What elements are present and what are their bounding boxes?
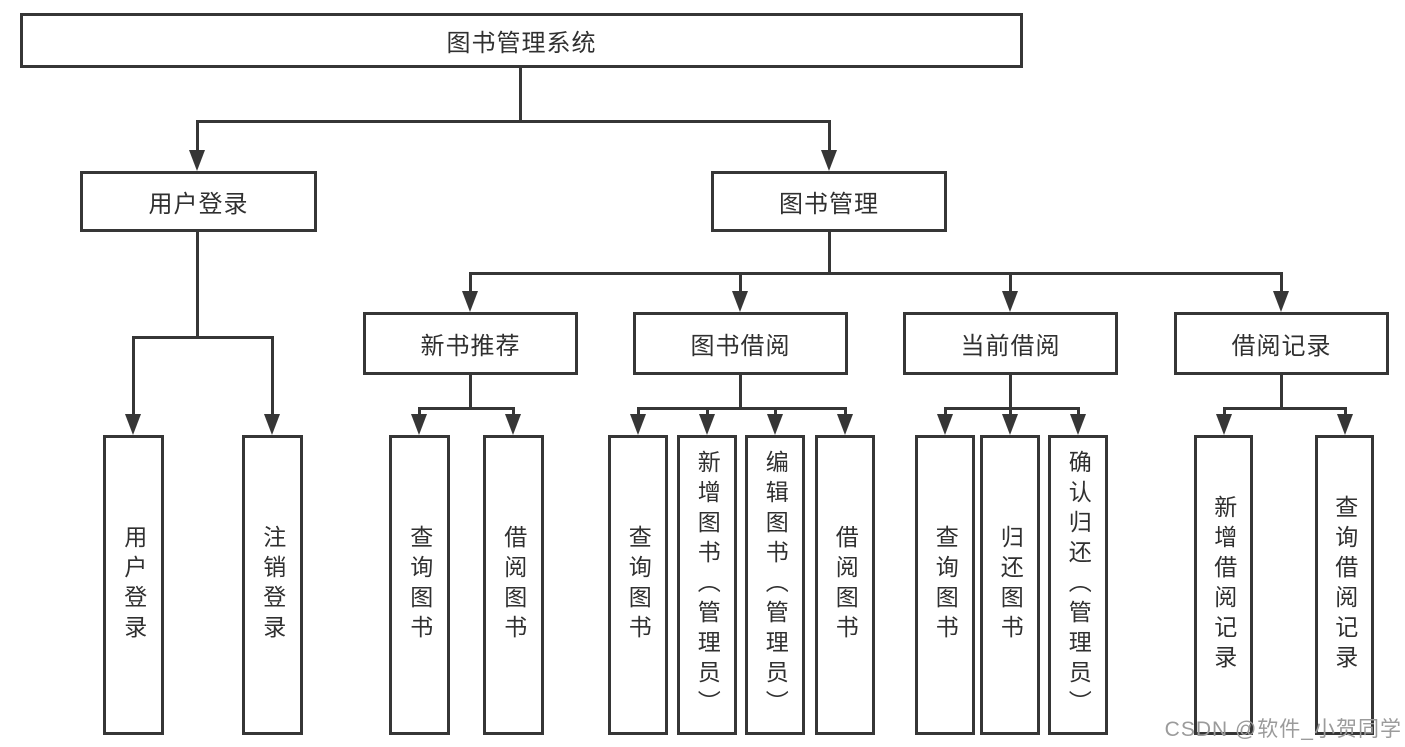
leaf-label: 用户登录 — [120, 525, 147, 645]
arrowhead — [1002, 291, 1018, 312]
node-current-borrowing: 当前借阅 — [903, 312, 1118, 375]
arrowhead — [767, 414, 783, 435]
connector-line — [196, 120, 831, 123]
csdn-watermark: CSDN @软件_小贺同学 — [1164, 718, 1402, 741]
node-leaf-query-books-recommend: 查询图书 — [389, 435, 450, 735]
connector-line — [637, 407, 847, 410]
connector-line — [132, 336, 274, 339]
connector-line — [944, 407, 1080, 410]
connector-line — [418, 407, 421, 416]
node-library-management-system: 图书管理系统 — [20, 13, 1023, 68]
connector-line — [828, 232, 831, 272]
node-leaf-return-books: 归还图书 — [980, 435, 1040, 735]
arrowhead — [411, 414, 427, 435]
connector-line — [1223, 407, 1226, 416]
node-leaf-query-books-current: 查询图书 — [915, 435, 975, 735]
arrowhead — [1070, 414, 1086, 435]
node-leaf-borrow-books-recommend: 借阅图书 — [483, 435, 544, 735]
arrowhead — [264, 414, 280, 435]
leaf-label: 确认归还（管理员） — [1065, 450, 1092, 720]
node-leaf-user-login: 用户登录 — [103, 435, 164, 735]
connector-line — [469, 375, 472, 407]
arrowhead — [732, 291, 748, 312]
node-leaf-query-borrow-record: 查询借阅记录 — [1315, 435, 1374, 735]
node-leaf-query-books-borrowing: 查询图书 — [608, 435, 668, 735]
connector-line — [418, 407, 515, 410]
arrowhead — [630, 414, 646, 435]
leaf-label: 借阅图书 — [832, 525, 859, 645]
node-leaf-logout: 注销登录 — [242, 435, 303, 735]
node-user-login: 用户登录 — [80, 171, 317, 232]
arrowhead — [1273, 291, 1289, 312]
arrowhead — [837, 414, 853, 435]
connector-line — [469, 272, 472, 292]
leaf-label: 查询图书 — [932, 525, 959, 645]
connector-line — [1077, 407, 1080, 416]
arrowhead — [821, 150, 837, 171]
connector-line — [637, 407, 640, 416]
arrowhead — [462, 291, 478, 312]
arrowhead — [699, 414, 715, 435]
connector-line — [706, 407, 709, 416]
arrowhead — [505, 414, 521, 435]
node-leaf-add-books-admin: 新增图书（管理员） — [677, 435, 737, 735]
arrowhead — [1216, 414, 1232, 435]
node-leaf-edit-books-admin: 编辑图书（管理员） — [745, 435, 805, 735]
arrowhead — [189, 150, 205, 171]
node-book-borrowing: 图书借阅 — [633, 312, 848, 375]
node-new-book-recommendation: 新书推荐 — [363, 312, 578, 375]
leaf-label: 查询借阅记录 — [1331, 495, 1358, 675]
connector-line — [469, 272, 1283, 275]
connector-line — [944, 407, 947, 416]
connector-line — [519, 68, 522, 120]
connector-line — [512, 407, 515, 416]
arrowhead — [937, 414, 953, 435]
connector-line — [739, 272, 742, 292]
node-leaf-add-borrow-record: 新增借阅记录 — [1194, 435, 1253, 735]
arrowhead — [1337, 414, 1353, 435]
leaf-label: 新增图书（管理员） — [694, 450, 721, 720]
leaf-label: 新增借阅记录 — [1210, 495, 1237, 675]
connector-line — [1009, 272, 1012, 292]
connector-line — [1009, 375, 1012, 407]
connector-line — [1344, 407, 1347, 416]
connector-line — [271, 336, 274, 416]
arrowhead — [125, 414, 141, 435]
leaf-label: 编辑图书（管理员） — [762, 450, 789, 720]
leaf-label: 注销登录 — [259, 525, 286, 645]
connector-line — [132, 336, 135, 416]
connector-line — [828, 120, 831, 152]
arrowhead — [1002, 414, 1018, 435]
leaf-label: 归还图书 — [997, 525, 1024, 645]
connector-line — [196, 232, 199, 336]
connector-line — [1280, 375, 1283, 407]
connector-line — [1280, 272, 1283, 292]
leaf-label: 查询图书 — [625, 525, 652, 645]
connector-line — [844, 407, 847, 416]
node-leaf-confirm-return-admin: 确认归还（管理员） — [1048, 435, 1108, 735]
node-leaf-borrow-books: 借阅图书 — [815, 435, 875, 735]
connector-line — [774, 407, 777, 416]
connector-line — [1223, 407, 1347, 410]
connector-line — [1009, 407, 1012, 416]
leaf-label: 借阅图书 — [500, 525, 527, 645]
node-borrowing-records: 借阅记录 — [1174, 312, 1389, 375]
connector-line — [739, 375, 742, 407]
node-book-management: 图书管理 — [711, 171, 947, 232]
connector-line — [196, 120, 199, 152]
leaf-label: 查询图书 — [406, 525, 433, 645]
